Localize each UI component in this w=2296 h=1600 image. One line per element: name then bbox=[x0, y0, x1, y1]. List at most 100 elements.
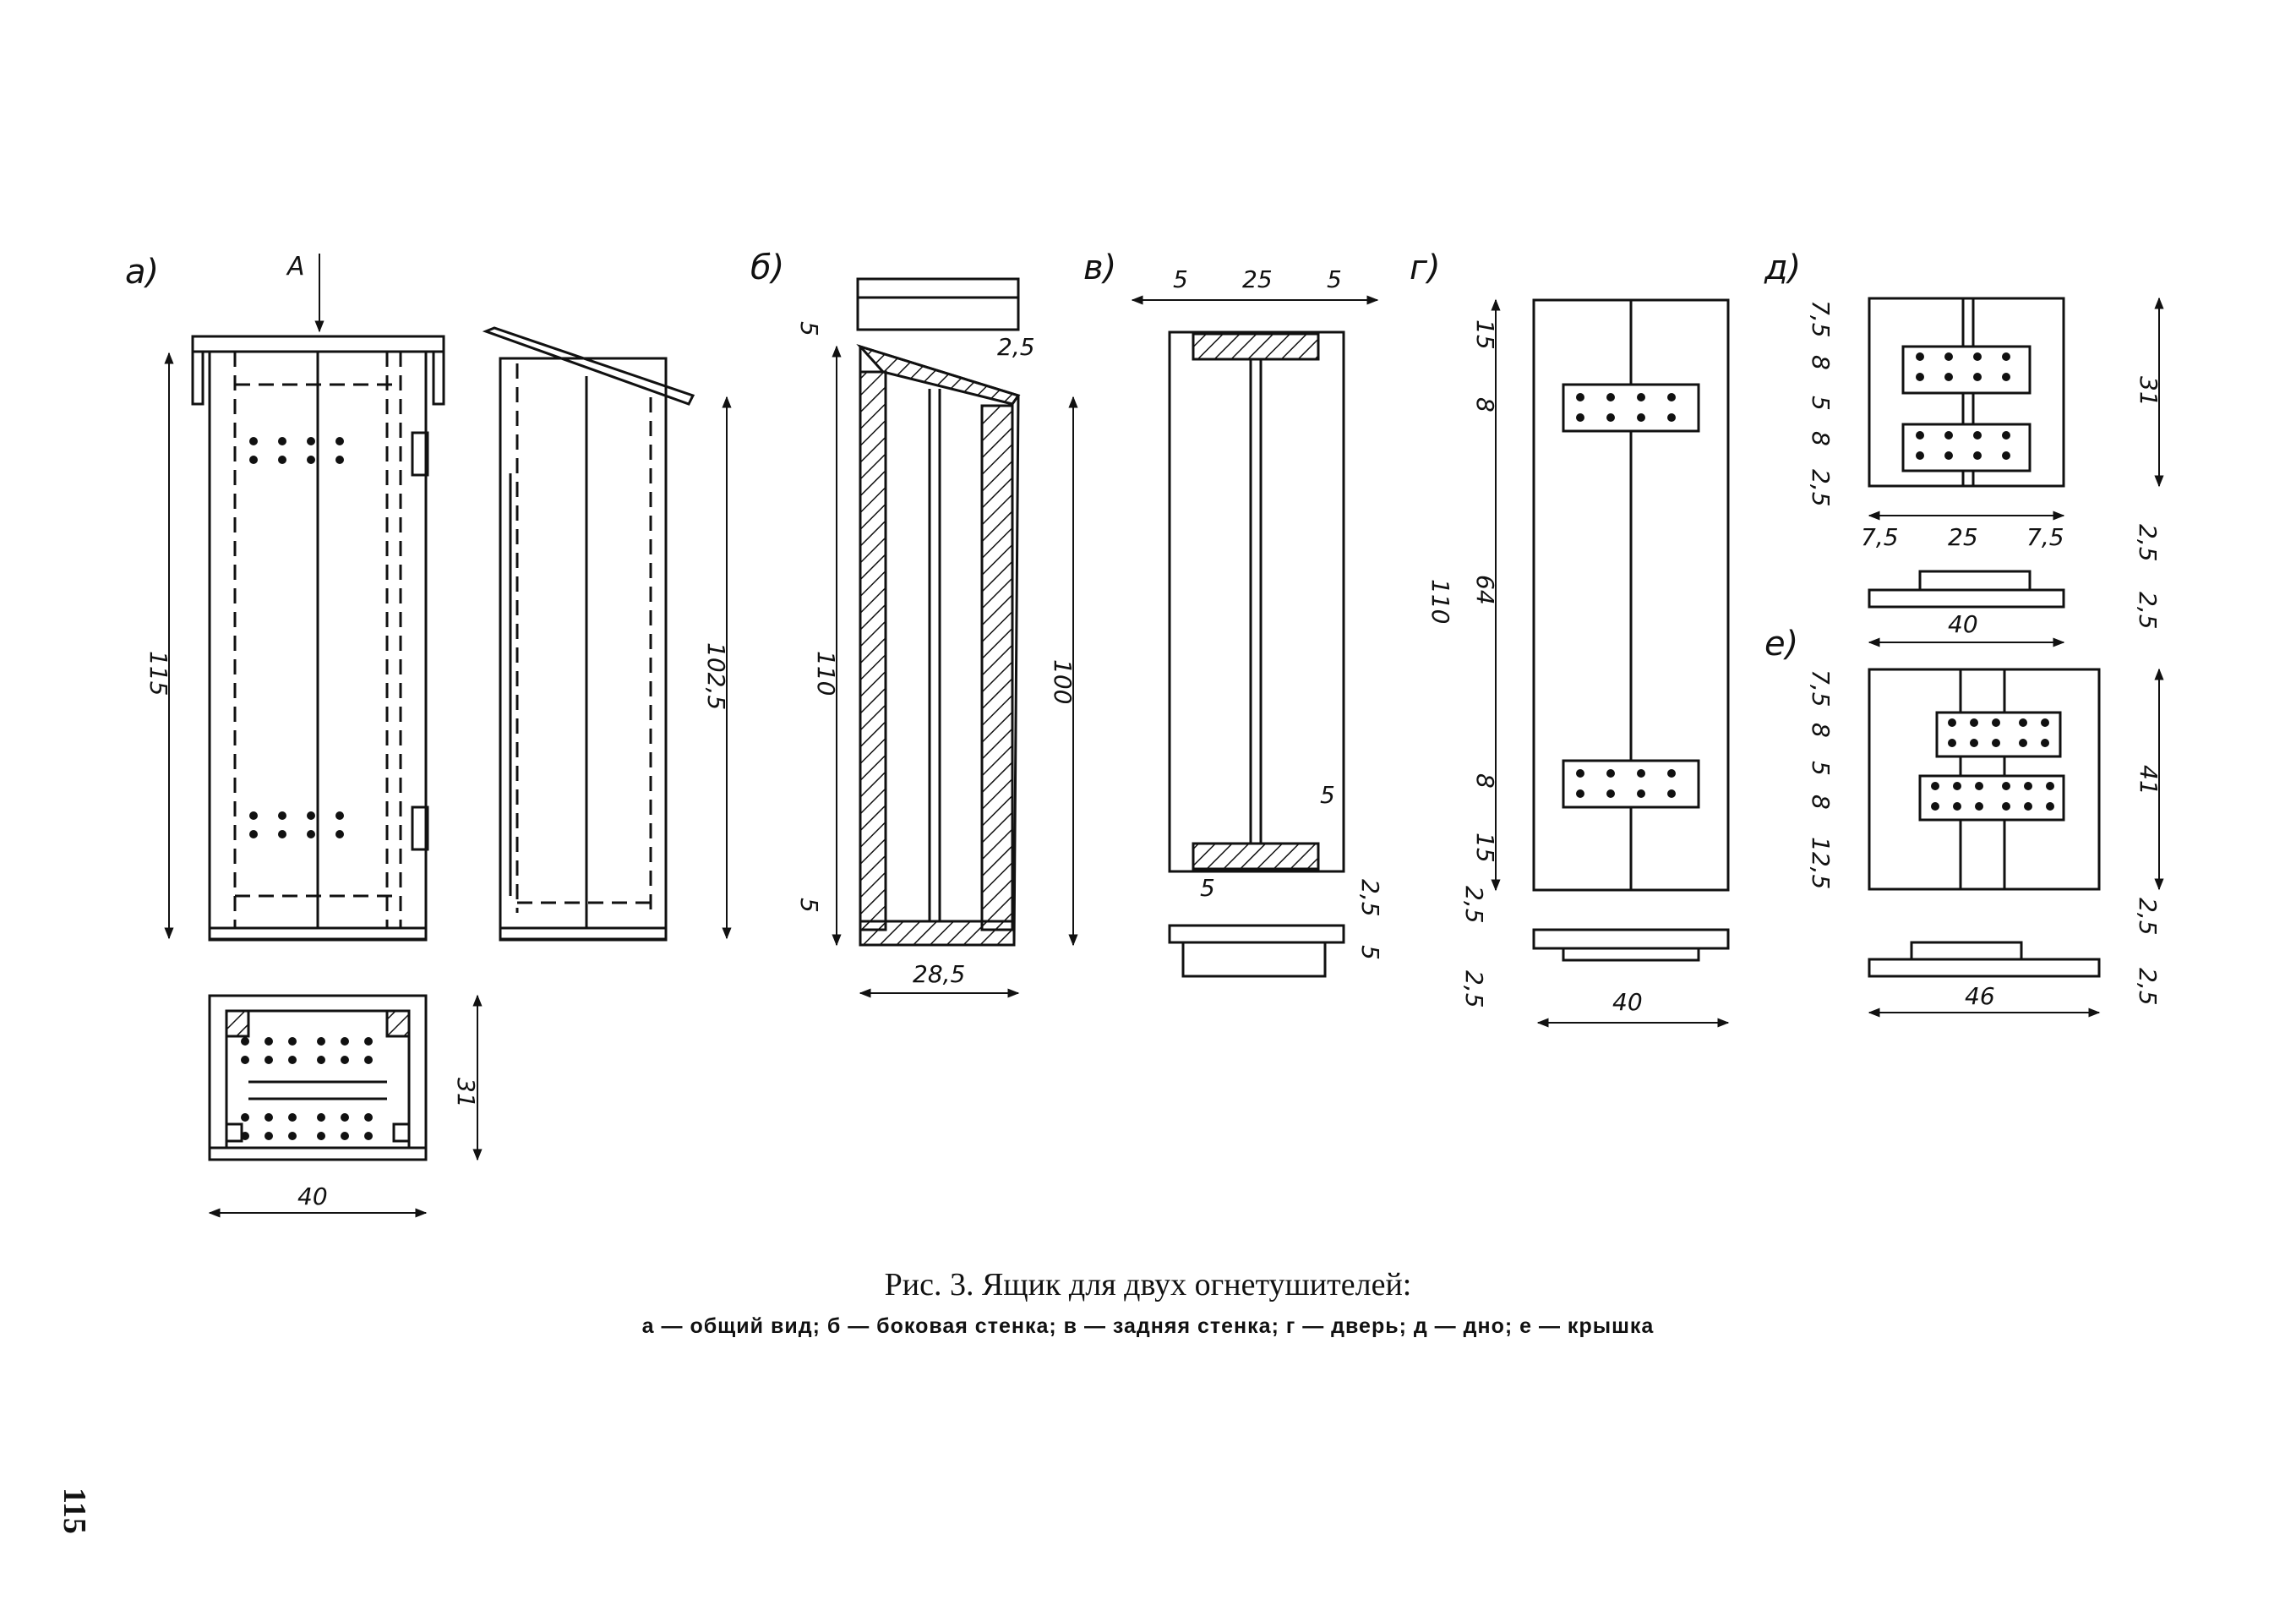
dim-v-section-top: 2,5 bbox=[1356, 879, 1384, 917]
dim-g-mid: 64 bbox=[1471, 575, 1499, 605]
bolt-dot bbox=[1948, 718, 1956, 727]
bolt-dot bbox=[1916, 431, 1924, 440]
dim-a-plan-width: 40 bbox=[297, 1182, 328, 1210]
panel-v-back-wall bbox=[1168, 330, 1345, 978]
panel-v-label: в) bbox=[1083, 248, 1116, 287]
bolt-dot bbox=[364, 1037, 373, 1046]
panel-d-bottom bbox=[1868, 297, 2065, 609]
bolt-dot bbox=[1606, 413, 1615, 422]
dim-d-h2: 25 bbox=[1948, 523, 1978, 551]
dim-g-bottom: 15 bbox=[1471, 833, 1499, 863]
bolt-dot bbox=[2041, 739, 2049, 747]
panel-a-front-view bbox=[191, 335, 445, 942]
dim-d-v4: 8 bbox=[1807, 431, 1835, 446]
panel-e-label: е) bbox=[1764, 625, 1798, 663]
bolt-dot bbox=[1606, 393, 1615, 401]
bolt-dot bbox=[1948, 739, 1956, 747]
dim-d-v5: 2,5 bbox=[1807, 469, 1835, 507]
bolt-dot bbox=[249, 437, 258, 445]
bolt-dot bbox=[249, 456, 258, 464]
bolt-dot bbox=[341, 1113, 349, 1122]
dim-b-front-height: 110 bbox=[812, 651, 840, 696]
bolt-dot bbox=[288, 1132, 297, 1140]
bolt-dot bbox=[307, 456, 315, 464]
panel-a-label: а) bbox=[125, 253, 159, 292]
bolt-dot bbox=[265, 1056, 273, 1064]
dim-a-side-height: 102,5 bbox=[702, 642, 730, 710]
dim-d-v2: 8 bbox=[1807, 355, 1835, 370]
dim-e-width: 46 bbox=[1965, 982, 1995, 1010]
figure-caption-legend: а — общий вид; б — боковая стенка; в — з… bbox=[641, 1314, 1655, 1338]
dim-e-v5: 12,5 bbox=[1807, 837, 1835, 889]
panel-e-lid bbox=[1868, 668, 2101, 978]
bolt-dot bbox=[241, 1113, 249, 1122]
bolt-dot bbox=[278, 811, 286, 820]
dim-d-h3: 7,5 bbox=[2026, 523, 2064, 551]
plate-bolt-dots bbox=[241, 352, 2054, 1140]
dim-g-section-bottom: 2,5 bbox=[1460, 970, 1488, 1008]
bolt-dot bbox=[1637, 413, 1645, 422]
dim-d-depth: 31 bbox=[2135, 376, 2162, 407]
bolt-dot bbox=[278, 456, 286, 464]
bolt-dot bbox=[265, 1113, 273, 1122]
dim-g-section-top: 2,5 bbox=[1460, 886, 1488, 924]
bolt-dot bbox=[2002, 451, 2010, 460]
dim-b-width: 28,5 bbox=[913, 960, 965, 988]
bolt-dot bbox=[364, 1132, 373, 1140]
dim-b-back-height: 100 bbox=[1049, 659, 1077, 704]
bolt-dot bbox=[1667, 393, 1676, 401]
figure-caption-title: Рис. 3. Ящик для двух огнетушителей: bbox=[884, 1267, 1412, 1302]
dim-g-total: 110 bbox=[1426, 579, 1454, 624]
bolt-dot bbox=[335, 456, 344, 464]
bolt-dot bbox=[1953, 802, 1961, 811]
dim-v-rail: 5 bbox=[1320, 781, 1335, 809]
panel-b-label: б) bbox=[750, 248, 784, 287]
bolt-dot bbox=[1916, 451, 1924, 460]
bolt-dot bbox=[241, 1037, 249, 1046]
bolt-dot bbox=[317, 1113, 325, 1122]
bolt-dot bbox=[1576, 789, 1584, 798]
dim-d-v1: 7,5 bbox=[1807, 300, 1835, 338]
dim-b-bottom: 5 bbox=[795, 898, 823, 913]
dimension-lines bbox=[164, 254, 2164, 1218]
bolt-dot bbox=[1944, 352, 1953, 361]
bolt-dot bbox=[249, 830, 258, 838]
dim-d-width: 40 bbox=[1948, 610, 1978, 638]
bolt-dot bbox=[2002, 352, 2010, 361]
dim-a-front-height: 115 bbox=[145, 651, 172, 696]
bolt-dot bbox=[2019, 718, 2027, 727]
bolt-dot bbox=[249, 811, 258, 820]
bolt-dot bbox=[341, 1056, 349, 1064]
bolt-dot bbox=[241, 1056, 249, 1064]
bolt-dot bbox=[2002, 782, 2010, 790]
bolt-dot bbox=[2041, 718, 2049, 727]
panel-a-side-view bbox=[482, 326, 695, 942]
bolt-dot bbox=[335, 437, 344, 445]
bolt-dot bbox=[1637, 789, 1645, 798]
bolt-dot bbox=[278, 830, 286, 838]
bolt-dot bbox=[1606, 769, 1615, 778]
dim-d-section-bottom: 2,5 bbox=[2134, 592, 2162, 630]
panel-g-label: г) bbox=[1410, 248, 1441, 287]
panel-d-label: д) bbox=[1764, 248, 1801, 287]
bolt-dot bbox=[1970, 718, 1978, 727]
bolt-dot bbox=[1975, 782, 1983, 790]
bolt-dot bbox=[265, 1037, 273, 1046]
bolt-dot bbox=[335, 830, 344, 838]
dim-e-v4: 8 bbox=[1807, 795, 1835, 810]
bolt-dot bbox=[1637, 769, 1645, 778]
dim-d-h1: 7,5 bbox=[1861, 523, 1899, 551]
bolt-dot bbox=[1576, 393, 1584, 401]
bolt-dot bbox=[265, 1132, 273, 1140]
dim-g-hinge2: 8 bbox=[1471, 773, 1499, 789]
bolt-dot bbox=[1576, 769, 1584, 778]
dim-v-gap: 5 bbox=[1200, 874, 1215, 902]
bolt-dot bbox=[288, 1037, 297, 1046]
dim-d-v3: 5 bbox=[1807, 396, 1835, 411]
bolt-dot bbox=[307, 811, 315, 820]
dim-e-section-top: 2,5 bbox=[2134, 898, 2162, 936]
bolt-dot bbox=[288, 1056, 297, 1064]
bolt-dot bbox=[2046, 782, 2054, 790]
panel-b-side-wall bbox=[856, 277, 1021, 947]
